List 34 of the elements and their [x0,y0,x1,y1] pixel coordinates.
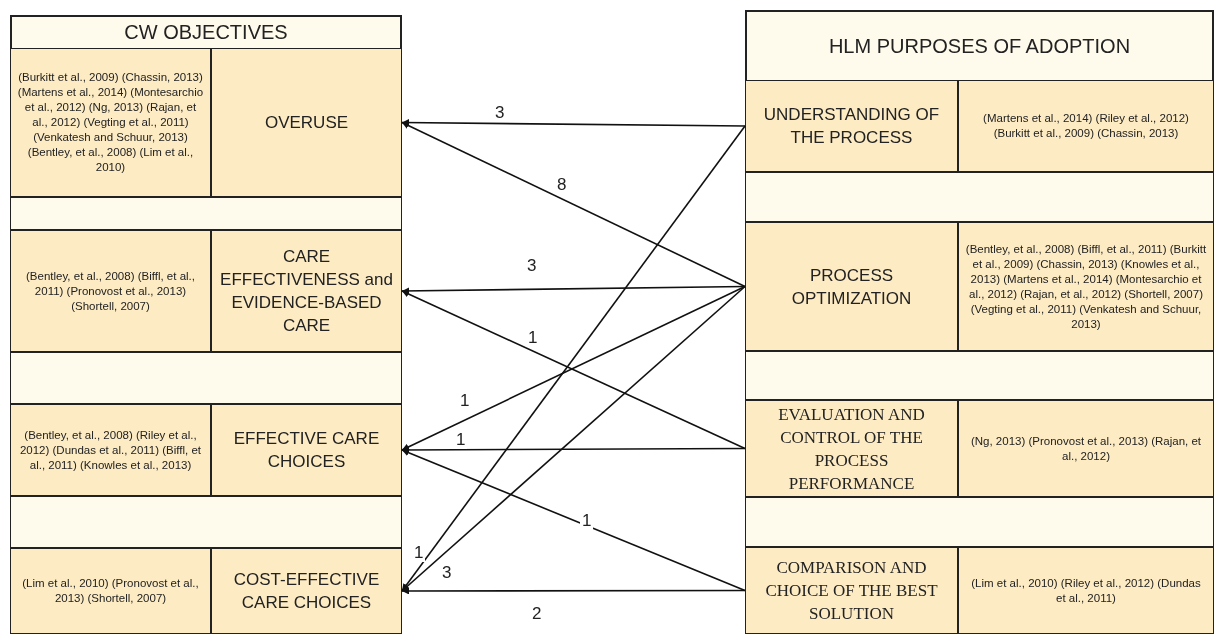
category-cell: OVERUSE [211,48,402,197]
table-panel [745,10,1214,634]
arrow [401,285,746,592]
category-cell: PROCESS OPTIMIZATION [745,222,958,351]
spacer-band [745,172,1214,222]
category-cell: COMPARISON AND CHOICE OF THE BEST SOLUTION [745,547,958,634]
category-cell: EFFECTIVE CARE CHOICES [211,404,402,496]
category-cell: EVALUATION AND CONTROL OF THE PROCESS PERFORMANCE [745,400,958,497]
category-cell: COST-EFFECTIVE CARE CHOICES [211,548,402,634]
arrow [401,125,746,592]
arrow [401,119,746,127]
category-cell: CARE EFFECTIVENESS and EVIDENCE-BASED CARE [211,230,402,352]
arrow [401,121,746,288]
reference-cell: (Lim et al., 2010) (Pronovost et al., 2013) (Shortell, 2007) [10,548,211,634]
edge-label: 1 [412,544,426,562]
edge-label: 1 [580,512,594,530]
reference-cell: (Lim et al., 2010) (Riley et al., 2012) (Dundas et al., 2011) [958,547,1214,634]
reference-cell: (Ng, 2013) (Pronovost et al., 2013) (Rajan, et al., 2012) [958,400,1214,497]
spacer-band [10,352,402,404]
arrow [401,449,746,592]
spacer-band [745,497,1214,547]
reference-cell: (Burkitt et al., 2009) (Chassin, 2013) (Martens et al., 2014) (Montesarchio et al., 2012) (Ng, 2013) (Rajan, et al., 2012) (Vegting et al., 2011) (Venkatesh and Schuur, 2013) (Bentley, et al., 2008) (Lim et al., 2010) [10,48,211,197]
spacer-band [10,197,402,230]
edge-label: 1 [454,431,468,449]
table-panel [10,15,402,634]
reference-cell: (Bentley, et al., 2008) (Biffl, et al., 2011) (Burkitt et al., 2009) (Chassin, 2013) (Knowles et al., 2013) (Martens et al., 2014) (Montesarchio et al., 2012) (Rajan, et al., 2012) (Shortell, 2007) (Vegting et al., 2011) (Venkatesh and Schuur, 2013) [958,222,1214,351]
spacer-band [745,351,1214,400]
arrow [401,587,746,595]
reference-cell: (Bentley, et al., 2008) (Biffl, et al., 2011) (Pronovost et al., 2013) (Shortell, 2007) [10,230,211,352]
reference-cell: (Martens et al., 2014) (Riley et al., 2012) (Burkitt et al., 2009) (Chassin, 2013) [958,80,1214,172]
arrow [401,285,746,295]
spacer-band [10,496,402,548]
category-cell: UNDERSTANDING OF THE PROCESS [745,80,958,172]
reference-cell: (Bentley, et al., 2008) (Riley et al., 2012) (Dundas et al., 2011) (Biffl, et al., 2011) (Knowles et al., 2013) [10,404,211,496]
